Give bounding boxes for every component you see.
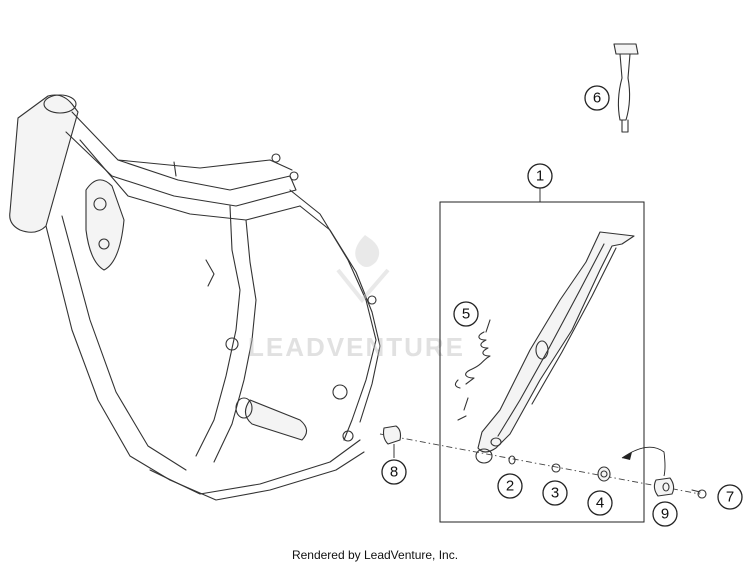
callout-2: 2 xyxy=(497,473,523,499)
side-stand-kit-outline xyxy=(439,188,645,523)
callout-3: 3 xyxy=(542,480,568,506)
callout-6-label: 6 xyxy=(593,90,601,107)
callout-7-label: 7 xyxy=(726,489,734,506)
stand-hardware xyxy=(508,446,707,499)
callout-8: 8 xyxy=(381,459,407,485)
callout-2-label: 2 xyxy=(506,478,514,495)
callout-8-label: 8 xyxy=(390,464,398,481)
callout-3-label: 3 xyxy=(551,485,559,502)
callout-5-label: 5 xyxy=(462,306,470,323)
callout-7: 7 xyxy=(717,484,743,510)
callout-1-label: 1 xyxy=(536,168,544,185)
assembly-axis xyxy=(379,433,701,495)
credit-text: Rendered by LeadVenture, Inc. xyxy=(291,548,459,562)
callout-6: 6 xyxy=(584,85,610,111)
side-stand xyxy=(475,231,635,464)
callout-1: 1 xyxy=(527,163,553,189)
watermark-text: LEADVENTURE xyxy=(248,332,465,362)
callout-5: 5 xyxy=(453,301,479,327)
callout-9-label: 9 xyxy=(661,506,669,523)
bracket xyxy=(382,425,402,458)
watermark: LEADVENTURE xyxy=(248,235,465,362)
frame-assembly xyxy=(9,94,381,501)
tool xyxy=(613,43,639,133)
callout-4-label: 4 xyxy=(596,495,604,512)
callout-4: 4 xyxy=(587,490,613,516)
callout-9: 9 xyxy=(652,501,678,527)
spring xyxy=(454,319,491,421)
